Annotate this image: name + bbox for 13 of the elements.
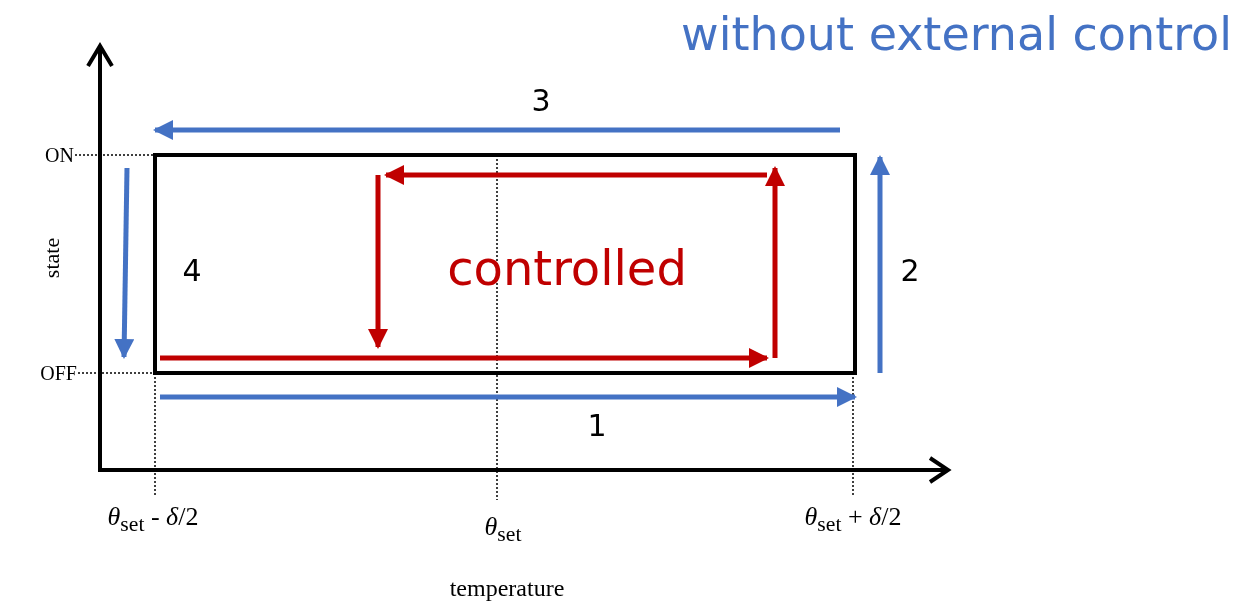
step-number: 3 bbox=[531, 83, 551, 117]
loop-label: controlled bbox=[447, 241, 687, 295]
axis-tick-label: θ$_{set}$ + δ/2 bbox=[804, 503, 902, 537]
axis-label: temperature bbox=[449, 574, 565, 602]
title-text: without external control bbox=[681, 8, 1232, 60]
step-number: 4 bbox=[182, 253, 202, 287]
axis-tick-label: θ$_{set}$ bbox=[484, 513, 522, 547]
axis-label: state bbox=[39, 237, 65, 279]
step-number: 2 bbox=[900, 253, 920, 287]
step-number: 1 bbox=[587, 408, 607, 442]
axis-tick-label: ON bbox=[45, 144, 74, 166]
axis-tick-label: θ$_{set}$ - δ/2 bbox=[107, 503, 199, 537]
axis-tick-label: OFF bbox=[40, 362, 77, 384]
